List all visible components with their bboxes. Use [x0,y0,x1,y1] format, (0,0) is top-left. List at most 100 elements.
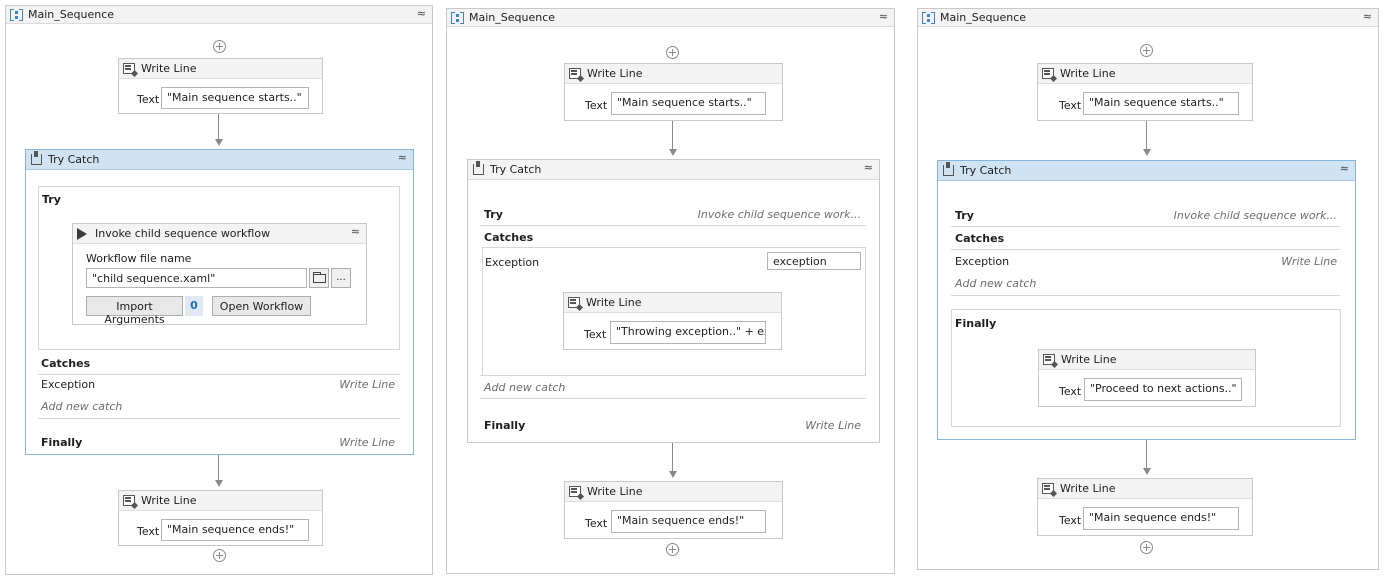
sequence-panel-3: Main_Sequence ≈ Write Line Text "Main se… [917,8,1379,570]
invoke-title: Invoke child sequence workflow [95,227,271,240]
activity-title: Write Line [141,494,197,507]
text-label: Text [585,517,608,530]
finally-label: Finally [41,436,83,449]
write-line-icon [1042,68,1054,79]
sequence-panel-1: Main_Sequence ≈ Write Line Text "Main se… [5,5,433,575]
import-arguments-button[interactable]: Import Arguments [86,296,183,326]
sequence-icon [922,12,935,24]
text-input[interactable]: "Proceed to next actions.." [1084,378,1242,401]
text-label: Text [585,99,608,112]
sequence-title: Main_Sequence [940,11,1027,24]
exception-label[interactable]: Exception [955,255,1010,268]
collapse-icon[interactable]: ≈ [1339,162,1349,175]
collapse-icon[interactable]: ≈ [350,225,360,238]
arrow-icon [669,471,677,478]
sequence-header[interactable]: Main_Sequence ≈ [918,9,1378,27]
add-new-catch-link[interactable]: Add new catch [484,381,566,394]
try-summary[interactable]: Invoke child sequence work... [1173,209,1337,222]
add-activity-icon[interactable] [666,543,679,556]
text-label: Text [137,93,160,106]
write-line-icon [1042,483,1054,494]
write-line-icon [123,63,135,74]
write-line-end[interactable]: Write Line Text "Main sequence ends!" [564,481,783,539]
write-line-icon [568,297,580,308]
open-workflow-button[interactable]: Open Workflow [212,296,311,316]
write-line-end[interactable]: Write Line Text "Main sequence ends!" [118,490,323,546]
exception-label[interactable]: Exception [41,378,96,391]
arrow-icon [669,149,677,156]
try-catch-activity[interactable]: Try Catch ≈ Try Invoke child sequence wo… [937,160,1356,440]
sequence-icon [451,12,464,24]
exception-label: Exception [485,256,540,269]
try-catch-activity[interactable]: Try Catch ≈ Try Invoke child sequence wo… [467,159,880,443]
workflow-file-label: Workflow file name [86,252,192,265]
collapse-icon[interactable]: ≈ [878,10,888,23]
text-input[interactable]: "Main sequence starts.." [1083,92,1239,115]
text-input[interactable]: "Main sequence ends!" [611,510,766,533]
text-label: Text [1059,385,1082,398]
exception-variable-input[interactable]: exception [767,252,861,270]
add-activity-icon[interactable] [1140,541,1153,554]
sequence-panel-2: Main_Sequence ≈ Write Line Text "Main se… [446,8,895,574]
write-line-throw[interactable]: Write Line Text "Throwing exception.." +… [563,292,782,350]
add-activity-icon[interactable] [213,40,226,53]
try-section: Try Invoke child sequence workflow ≈ Wor… [38,186,400,350]
try-catch-activity[interactable]: Try Catch ≈ Try Invoke child sequence wo… [25,149,414,455]
write-line-icon [569,68,581,79]
exception-handler-summary[interactable]: Write Line [339,378,395,391]
arrow-icon [1143,149,1151,156]
sequence-icon [10,9,23,21]
arrow-icon [215,480,223,487]
text-input[interactable]: "Main sequence ends!" [161,519,309,541]
add-new-catch-link[interactable]: Add new catch [41,400,123,413]
sequence-header[interactable]: Main_Sequence ≈ [6,6,432,24]
try-catch-icon [31,151,42,165]
finally-section: Finally Write Line Text "Proceed to next… [951,309,1341,427]
finally-summary[interactable]: Write Line [339,436,395,449]
write-line-finally[interactable]: Write Line Text "Proceed to next actions… [1038,349,1256,407]
add-new-catch-link[interactable]: Add new catch [955,277,1037,290]
invoke-workflow-icon [77,228,87,240]
write-line-start[interactable]: Write Line Text "Main sequence starts.." [1037,63,1253,121]
folder-icon [313,272,326,283]
try-catch-title: Try Catch [960,164,1012,177]
arrow-icon [215,139,223,146]
collapse-icon[interactable]: ≈ [863,161,873,174]
write-line-icon [569,486,581,497]
text-input[interactable]: "Throwing exception.." + exce [610,321,766,344]
arguments-count-badge: 0 [185,296,203,316]
catches-label: Catches [955,232,1005,245]
add-activity-icon[interactable] [666,46,679,59]
text-input[interactable]: "Main sequence starts.." [161,87,309,109]
arrow-icon [1143,468,1151,475]
write-line-start[interactable]: Write Line Text "Main sequence starts.." [118,58,323,114]
try-catch-icon [943,162,954,176]
text-label: Text [1059,514,1082,527]
text-label: Text [584,328,607,341]
sequence-header[interactable]: Main_Sequence ≈ [447,9,894,27]
add-activity-icon[interactable] [213,549,226,562]
activity-title: Write Line [141,62,197,75]
write-line-start[interactable]: Write Line Text "Main sequence starts.." [564,63,783,121]
activity-title: Write Line [1060,482,1116,495]
collapse-icon[interactable]: ≈ [397,151,407,164]
more-options-button[interactable]: ... [331,268,351,288]
activity-title: Write Line [1061,353,1117,366]
text-input[interactable]: "Main sequence ends!" [1083,507,1239,530]
workflow-file-input[interactable]: "child sequence.xaml" [86,268,307,288]
browse-folder-button[interactable] [309,268,329,288]
finally-summary[interactable]: Write Line [805,419,861,432]
write-line-end[interactable]: Write Line Text "Main sequence ends!" [1037,478,1253,536]
collapse-icon[interactable]: ≈ [416,7,426,20]
invoke-workflow-activity[interactable]: Invoke child sequence workflow ≈ Workflo… [72,223,367,326]
try-label: Try [955,209,974,222]
add-activity-icon[interactable] [1140,44,1153,57]
collapse-icon[interactable]: ≈ [1362,10,1372,23]
exception-handler-summary[interactable]: Write Line [1281,255,1337,268]
text-input[interactable]: "Main sequence starts.." [611,92,766,115]
try-label: Try [42,193,61,206]
try-summary[interactable]: Invoke child sequence work... [697,208,861,221]
text-label: Text [137,525,160,538]
activity-title: Write Line [1060,67,1116,80]
activity-title: Write Line [587,485,643,498]
